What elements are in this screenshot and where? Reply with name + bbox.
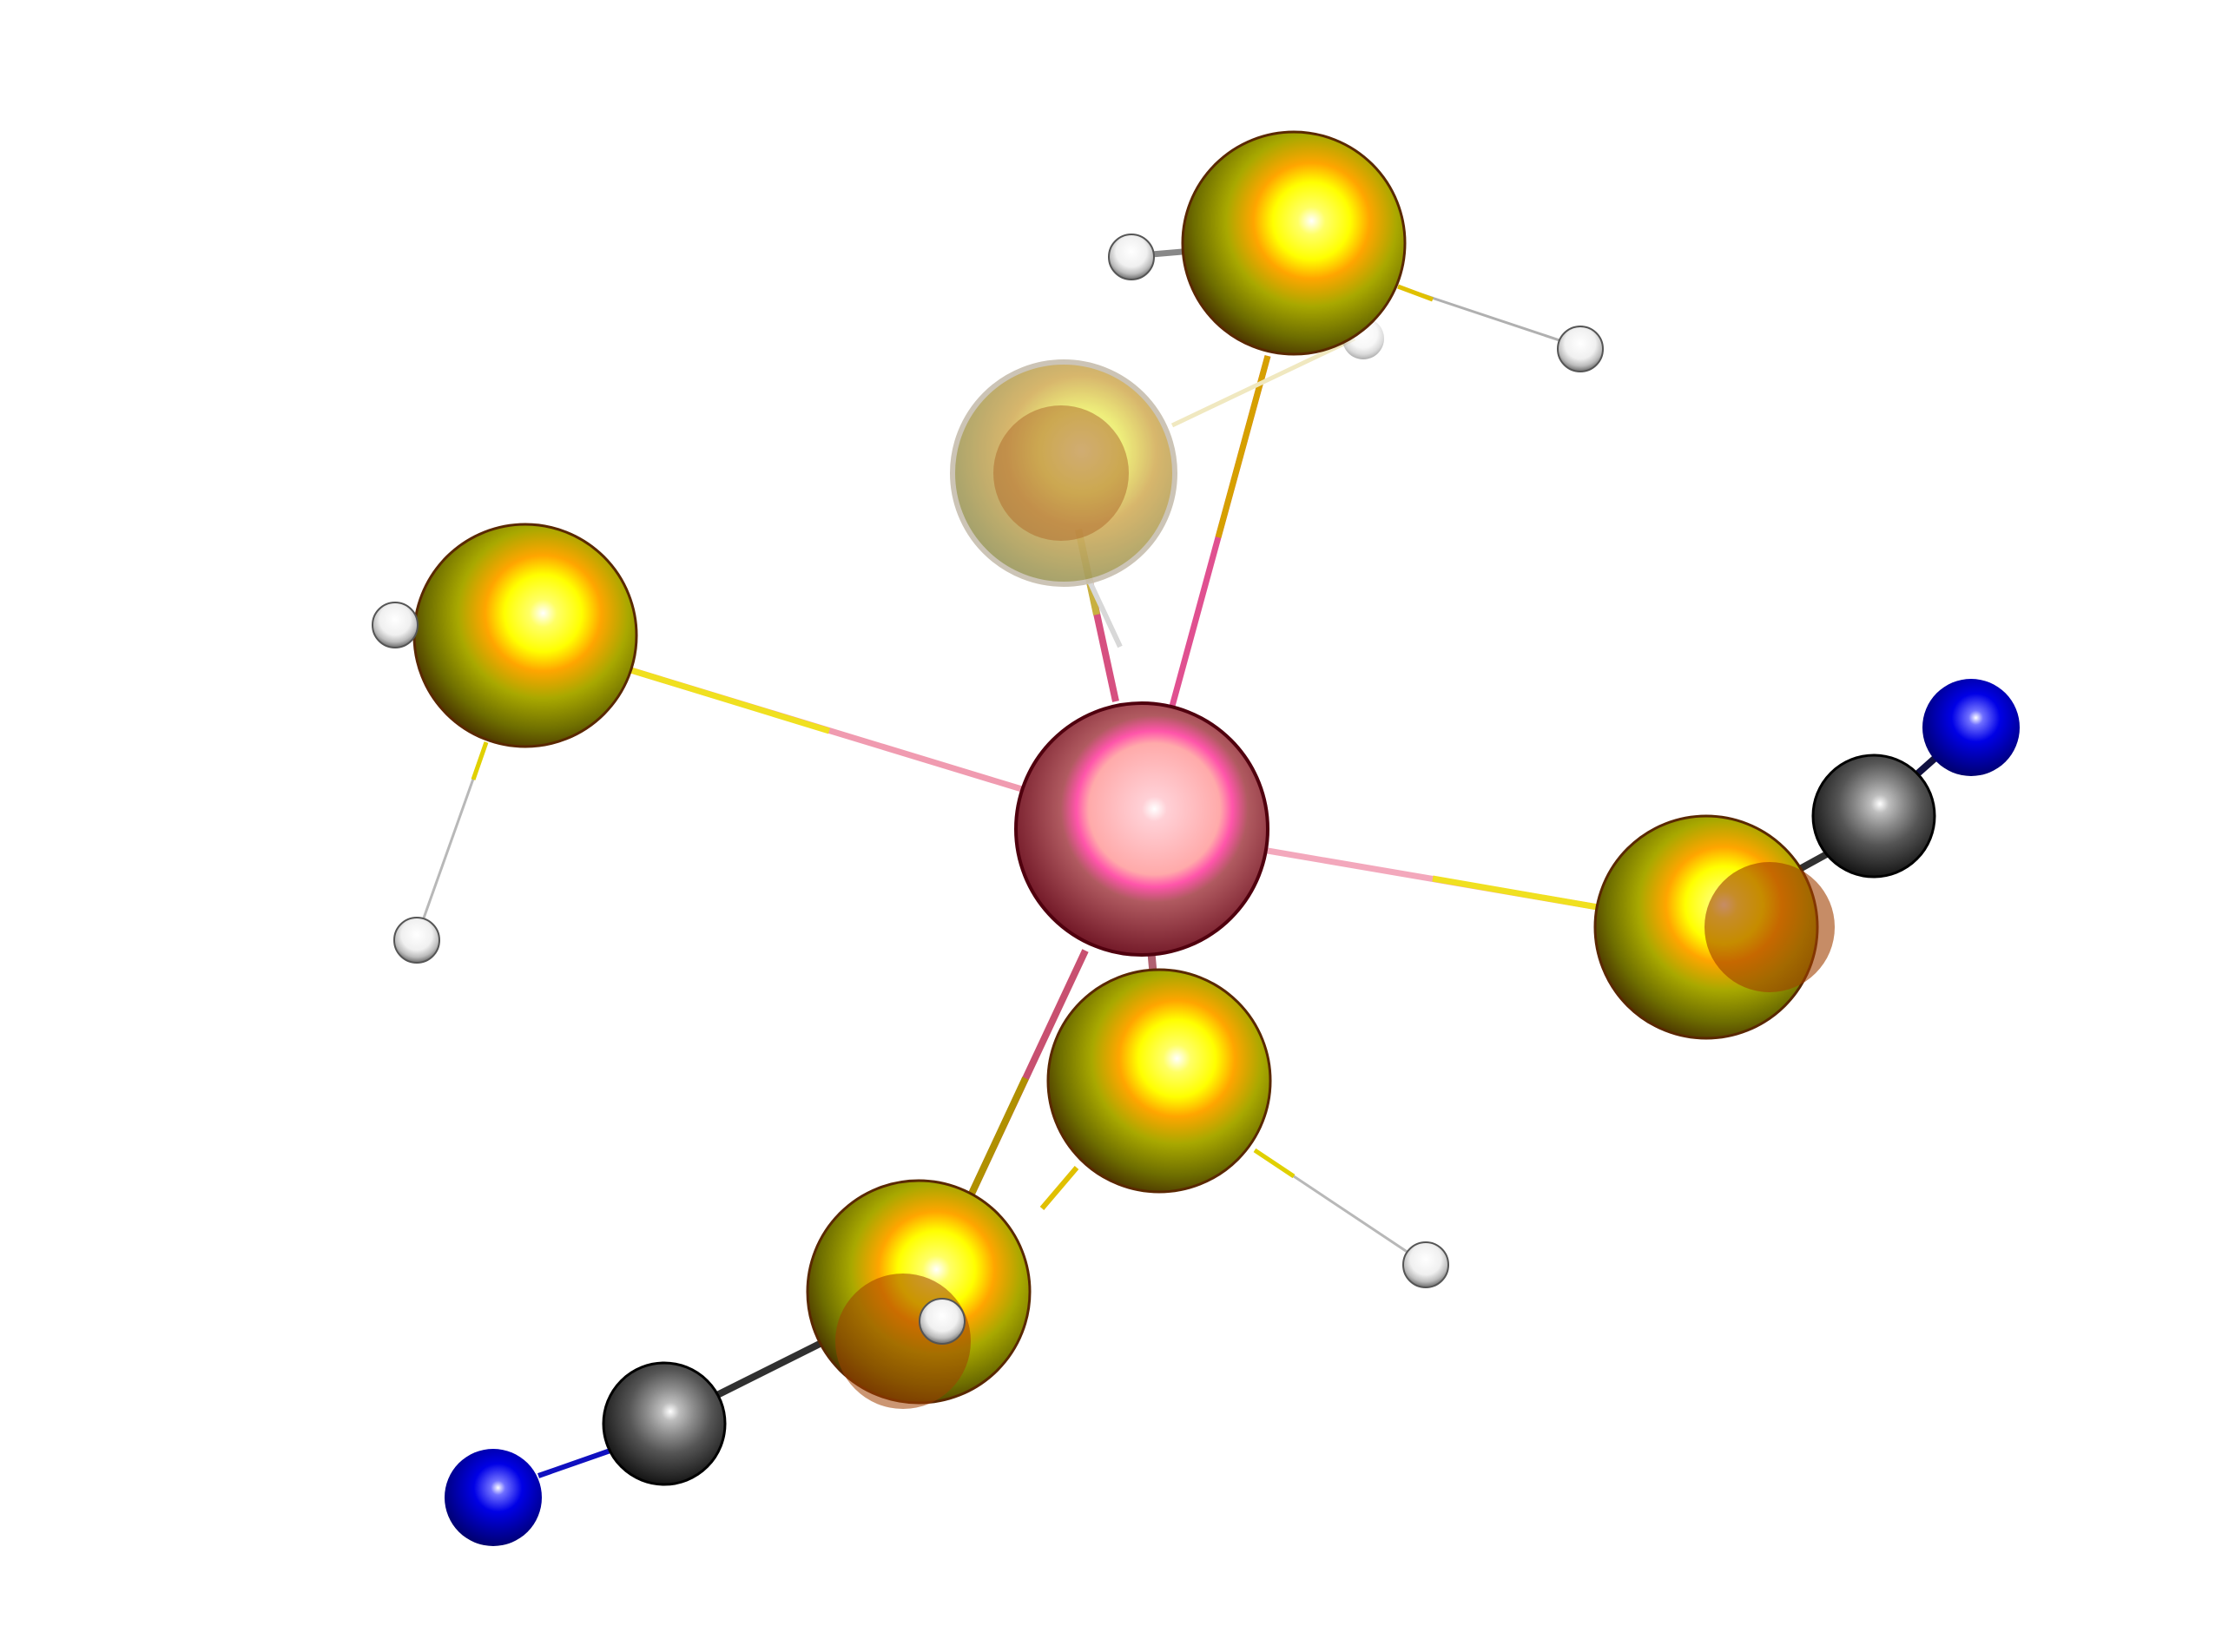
hydrogen-atom (919, 1298, 966, 1345)
hydrogen-atom (1108, 234, 1155, 280)
central-metal-atom (1014, 701, 1269, 957)
bond-metal-sulfur-bottom-half (962, 1076, 1029, 1208)
bond-sulfur-back-hydrogen-b (1087, 580, 1123, 648)
bond-sulfur-front-hydrogen-b-half (1253, 1148, 1296, 1179)
sulfur-atom-left (412, 523, 638, 748)
carbon-atom-bottom (602, 1361, 727, 1486)
bond-sulfur-left-hydrogen-b-half (471, 741, 489, 780)
carbon-atom-right (1811, 754, 1936, 879)
bond-metal-sulfur-right-half (1432, 875, 1599, 911)
bond-sulfur-back-hydrogen-a (1170, 336, 1356, 428)
atoms (412, 130, 1835, 1409)
nitrogen-atom-right (1922, 679, 2020, 776)
sulfur-atom-top (1181, 130, 1407, 356)
bond-sulfur-top-hydrogen-b-half (1397, 284, 1434, 302)
cyano-groups (445, 679, 2020, 1546)
bond-sulfur-front-hydrogen-a-half (1039, 1166, 1079, 1210)
sulfur-atom-front (1046, 968, 1272, 1194)
sulfur-atom-right-overlap (1704, 862, 1835, 992)
hydrogens (372, 234, 1604, 1345)
hydrogen-atom (393, 917, 440, 964)
bond-metal-sulfur-left-half (623, 665, 831, 734)
nitrogen-atom-bottom (445, 1449, 542, 1546)
hydrogen-atom (1557, 326, 1604, 372)
hydrogen-atom (372, 602, 419, 648)
sulfur-atom-back-overlap (993, 405, 1129, 541)
hydrogen-atom (1402, 1241, 1449, 1288)
